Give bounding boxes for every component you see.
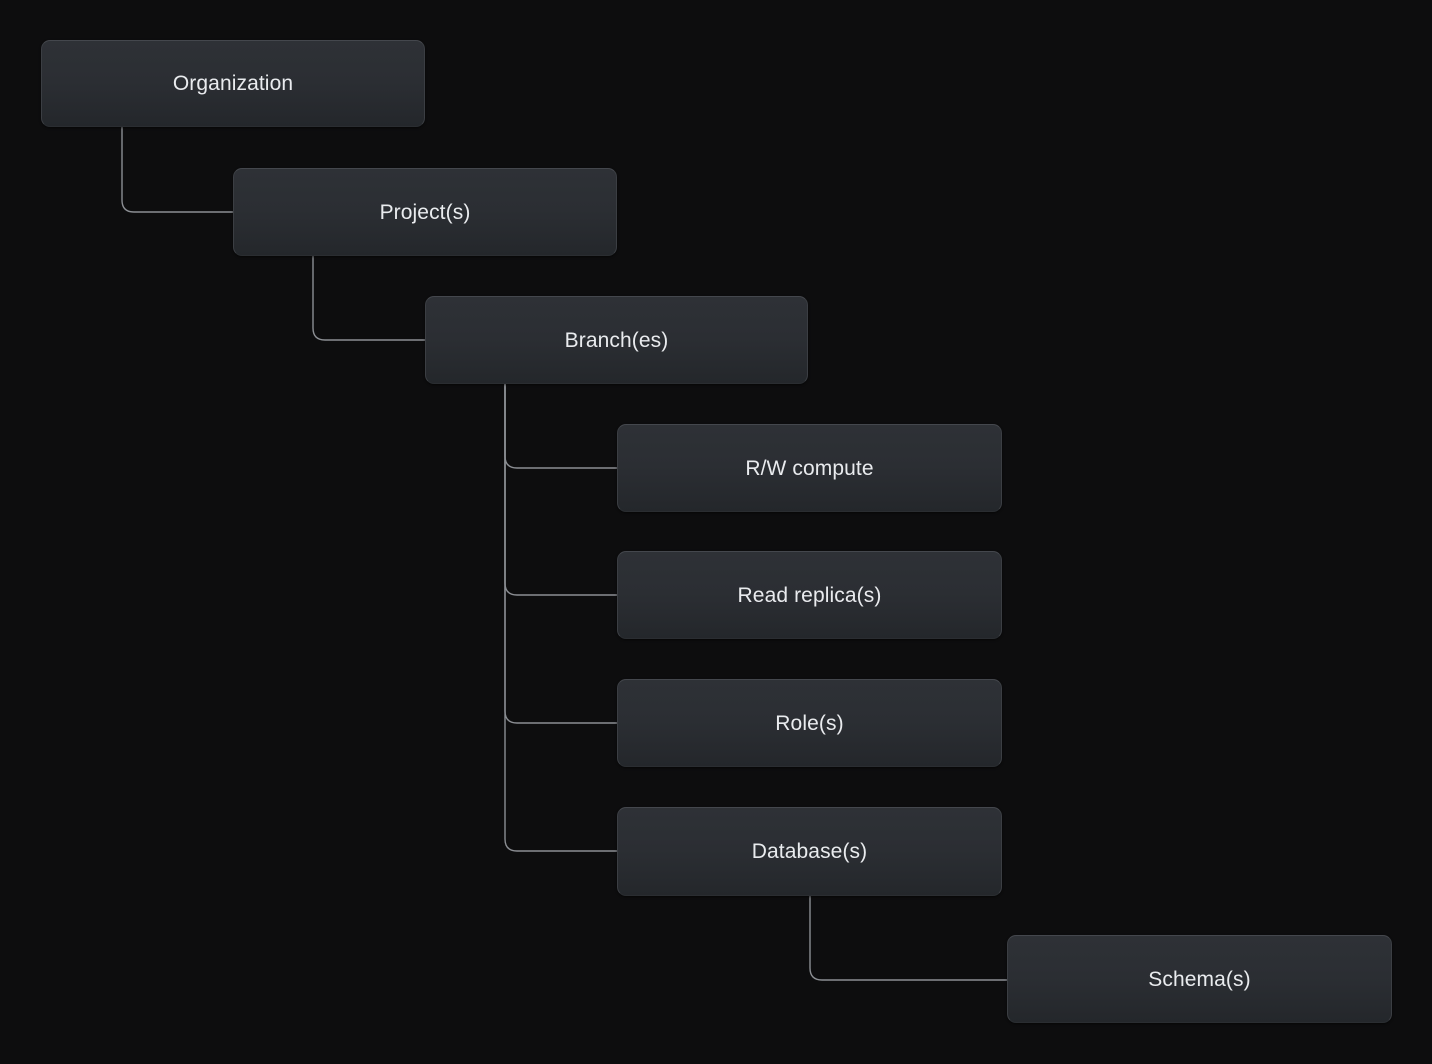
node-organization[interactable]: Organization [41,40,425,127]
node-project[interactable]: Project(s) [233,168,617,256]
node-label-database: Database(s) [751,840,868,863]
node-label-rw-compute: R/W compute [745,456,874,480]
node-label-project: Project(s) [379,200,471,224]
node-label-organization: Organization [172,72,294,95]
node-database[interactable]: Database(s) [617,807,1002,896]
node-read-replica[interactable]: Read replica(s) [617,551,1002,639]
edge-database-to-schema [809,895,1008,981]
edge-organization-to-project [121,126,234,213]
node-label-schema: Schema(s) [1148,967,1251,991]
node-label-role: Role(s) [775,711,844,735]
edge-branch-to-role [504,383,618,724]
node-role[interactable]: Role(s) [617,679,1002,767]
node-label-read-replica: Read replica(s) [737,583,882,607]
edge-branch-to-rw-compute [504,383,618,469]
node-schema[interactable]: Schema(s) [1007,935,1392,1023]
node-branch[interactable]: Branch(es) [425,296,808,384]
edge-branch-to-database [504,383,618,852]
edge-branch-to-read-replica [504,383,618,596]
node-rw-compute[interactable]: R/W compute [617,424,1002,512]
node-label-branch: Branch(es) [564,328,669,352]
edge-project-to-branch [312,255,426,341]
